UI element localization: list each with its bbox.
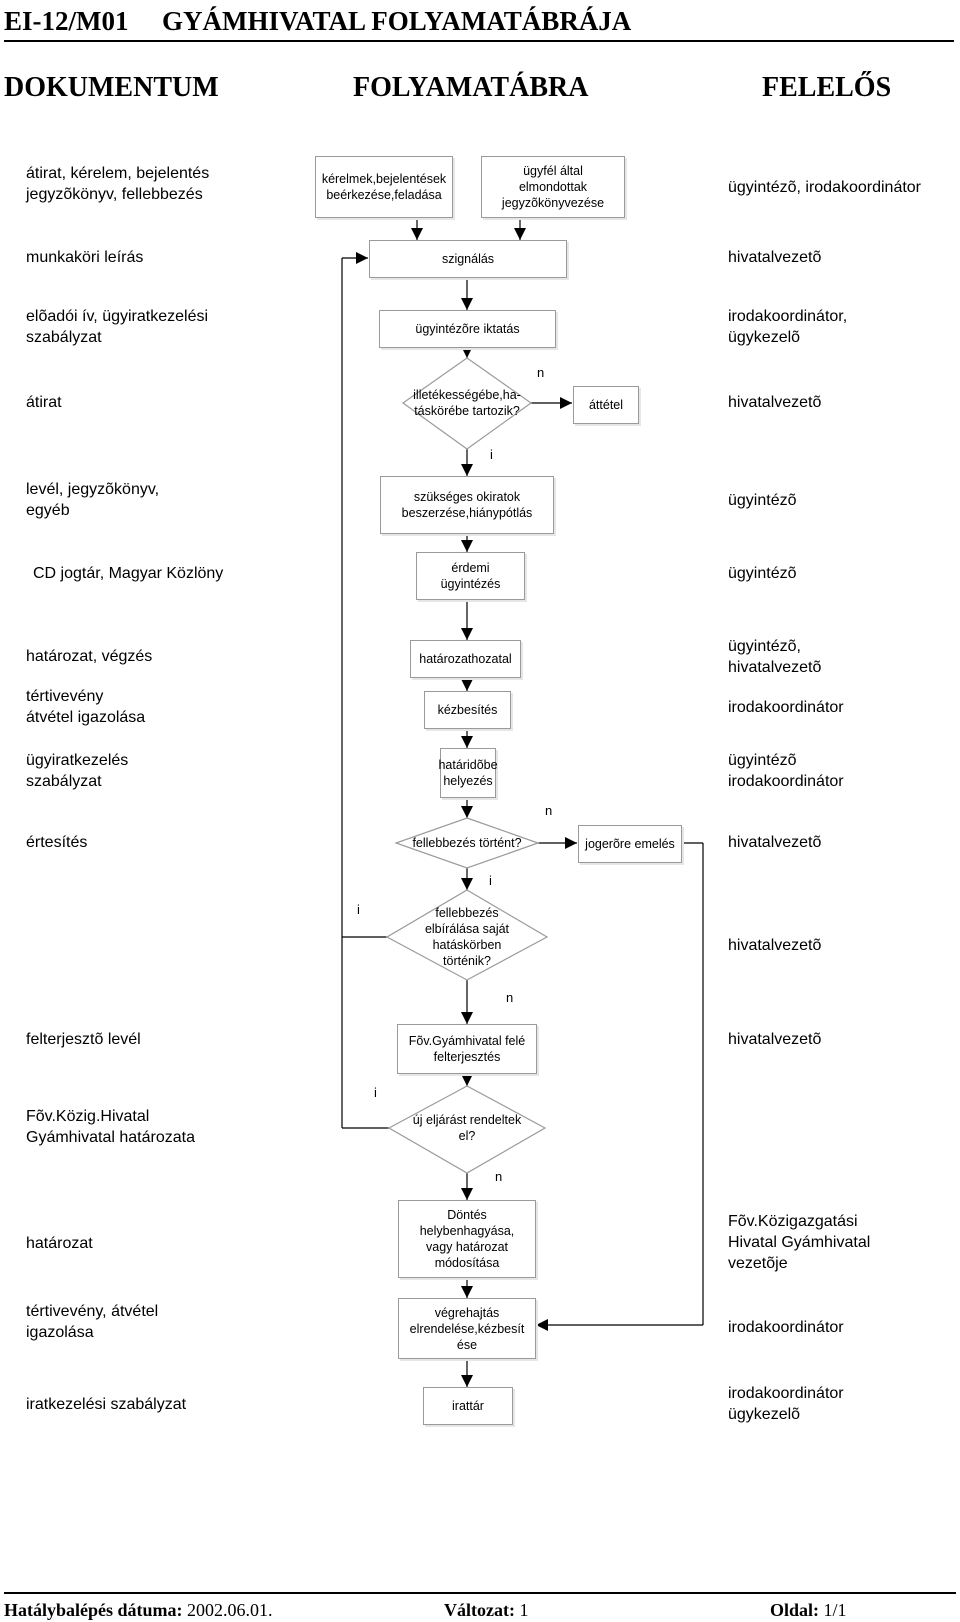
responsible-item: ügyintézõ bbox=[728, 492, 797, 509]
step-final: jogerõre emelés bbox=[578, 825, 682, 863]
responsible-item: hivatalvezetõ bbox=[728, 834, 822, 851]
version-value: 1 bbox=[519, 1600, 529, 1620]
effective-date-value: 2002.06.01. bbox=[187, 1600, 273, 1620]
branch-label-yes: i bbox=[489, 873, 492, 888]
step-register: ügyintézõre iktatás bbox=[379, 310, 556, 348]
branch-label-no: n bbox=[537, 365, 545, 380]
step-forward: Fõv.Gyámhivatal felé felterjesztés bbox=[397, 1024, 537, 1074]
decision-appeal-text: fellebbezés történt? bbox=[412, 836, 522, 850]
document-item: tértivevény átvétel igazolása bbox=[26, 688, 146, 726]
document-item: iratkezelési szabályzat bbox=[26, 1396, 187, 1413]
step-deadline: határidõbe helyezés bbox=[438, 748, 498, 798]
step-assign: szignálás bbox=[369, 240, 567, 278]
decision-new-procedure-text: új eljárást rendeltek el? bbox=[412, 1113, 522, 1143]
document-item: Fõv.Közig.Hivatal Gyámhivatal határozata bbox=[26, 1108, 195, 1146]
document-title: GYÁMHIVATAL FOLYAMATÁBRÁJA bbox=[162, 6, 632, 36]
branch-label-no: n bbox=[495, 1169, 503, 1184]
branch-label-yes: i bbox=[357, 902, 360, 917]
document-code: EI-12/M01 bbox=[4, 6, 129, 36]
page-title: EI-12/M01 GYÁMHIVATAL FOLYAMATÁBRÁJA bbox=[4, 4, 954, 42]
responsible-item: ügyintézõ irodakoordinátor bbox=[728, 752, 844, 790]
responsible-item: irodakoordinátor bbox=[728, 1319, 844, 1336]
version-label: Változat: bbox=[444, 1600, 515, 1620]
document-item: levél, jegyzõkönyv, egyéb bbox=[26, 481, 160, 519]
step-collect-documents: szükséges okiratok beszerzése,hiánypótlá… bbox=[380, 476, 554, 534]
document-item: határozat bbox=[26, 1235, 93, 1252]
decision-new-procedure bbox=[387, 1085, 547, 1174]
page-number-label: Oldal: bbox=[770, 1600, 820, 1620]
step-decision: határozathozatal bbox=[410, 640, 521, 678]
decision-own-competence bbox=[385, 889, 549, 981]
responsible-item: hivatalvezetõ bbox=[728, 394, 822, 411]
branch-label-no: n bbox=[506, 990, 514, 1005]
step-archive: irattár bbox=[423, 1387, 513, 1425]
decision-competence bbox=[401, 357, 533, 450]
effective-date-label: Hatálybalépés dátuma: bbox=[4, 1600, 183, 1620]
responsible-item: irodakoordinátor ügykezelõ bbox=[728, 1385, 844, 1423]
column-header-responsible: FELELŐS bbox=[762, 72, 892, 103]
step-execution: végrehajtás elrendelése,kézbesít ése bbox=[398, 1298, 536, 1359]
column-header-flowchart: FOLYAMATÁBRA bbox=[353, 72, 589, 103]
responsible-item: irodakoordinátor, ügykezelõ bbox=[728, 308, 848, 346]
column-header-document: DOKUMENTUM bbox=[4, 72, 219, 103]
branch-label-yes: i bbox=[490, 447, 493, 462]
responsible-item: irodakoordinátor bbox=[728, 699, 844, 716]
document-item: tértivevény, átvétel igazolása bbox=[26, 1303, 159, 1341]
branch-label-no: n bbox=[545, 803, 553, 818]
step-merits: érdemi ügyintézés bbox=[416, 552, 525, 600]
step-delivery: kézbesítés bbox=[424, 691, 511, 729]
page-footer: Hatálybalépés dátuma: 2002.06.01. Változ… bbox=[4, 1592, 956, 1620]
responsible-item: Fõv.Közigazgatási Hivatal Gyámhivatal ve… bbox=[728, 1213, 871, 1272]
decision-appeal bbox=[394, 817, 540, 869]
document-item: határozat, végzés bbox=[26, 648, 153, 665]
branch-label-yes: i bbox=[374, 1085, 377, 1100]
document-item: értesítés bbox=[26, 834, 88, 851]
responsible-item: ügyintézõ, hivatalvezetõ bbox=[728, 638, 822, 676]
page-number-value: 1/1 bbox=[823, 1600, 847, 1620]
document-item: átirat, kérelem, bejelentés jegyzõkönyv,… bbox=[26, 165, 210, 203]
document-item: CD jogtár, Magyar Közlöny bbox=[33, 565, 224, 582]
responsible-item: hivatalvezetõ bbox=[728, 937, 822, 954]
document-item: ügyiratkezelés szabályzat bbox=[26, 752, 129, 790]
decision-competence-text: illetékességébe,ha- táskörébe tartozik? bbox=[413, 388, 521, 418]
step-intake: kérelmek,bejelentések beérkezése,feladás… bbox=[315, 156, 453, 218]
document-item: átirat bbox=[26, 394, 62, 411]
step-transfer: áttétel bbox=[573, 386, 639, 424]
responsible-item: ügyintézõ, irodakoordinátor bbox=[728, 179, 922, 196]
document-item: felterjesztõ levél bbox=[26, 1031, 141, 1048]
decision-own-competence-text: fellebbezés elbírálása saját hatáskörben… bbox=[424, 906, 510, 968]
responsible-item: hivatalvezetõ bbox=[728, 1031, 822, 1048]
responsible-item: ügyintézõ bbox=[728, 565, 797, 582]
document-item: elõadói ív, ügyiratkezelési szabályzat bbox=[26, 308, 209, 346]
document-item: munkaköri leírás bbox=[26, 249, 144, 266]
step-ruling: Döntés helybenhagyása, vagy határozat mó… bbox=[398, 1200, 536, 1278]
step-record: ügyfél által elmondottak jegyzõkönyvezés… bbox=[481, 156, 625, 218]
responsible-item: hivatalvezetõ bbox=[728, 249, 822, 266]
